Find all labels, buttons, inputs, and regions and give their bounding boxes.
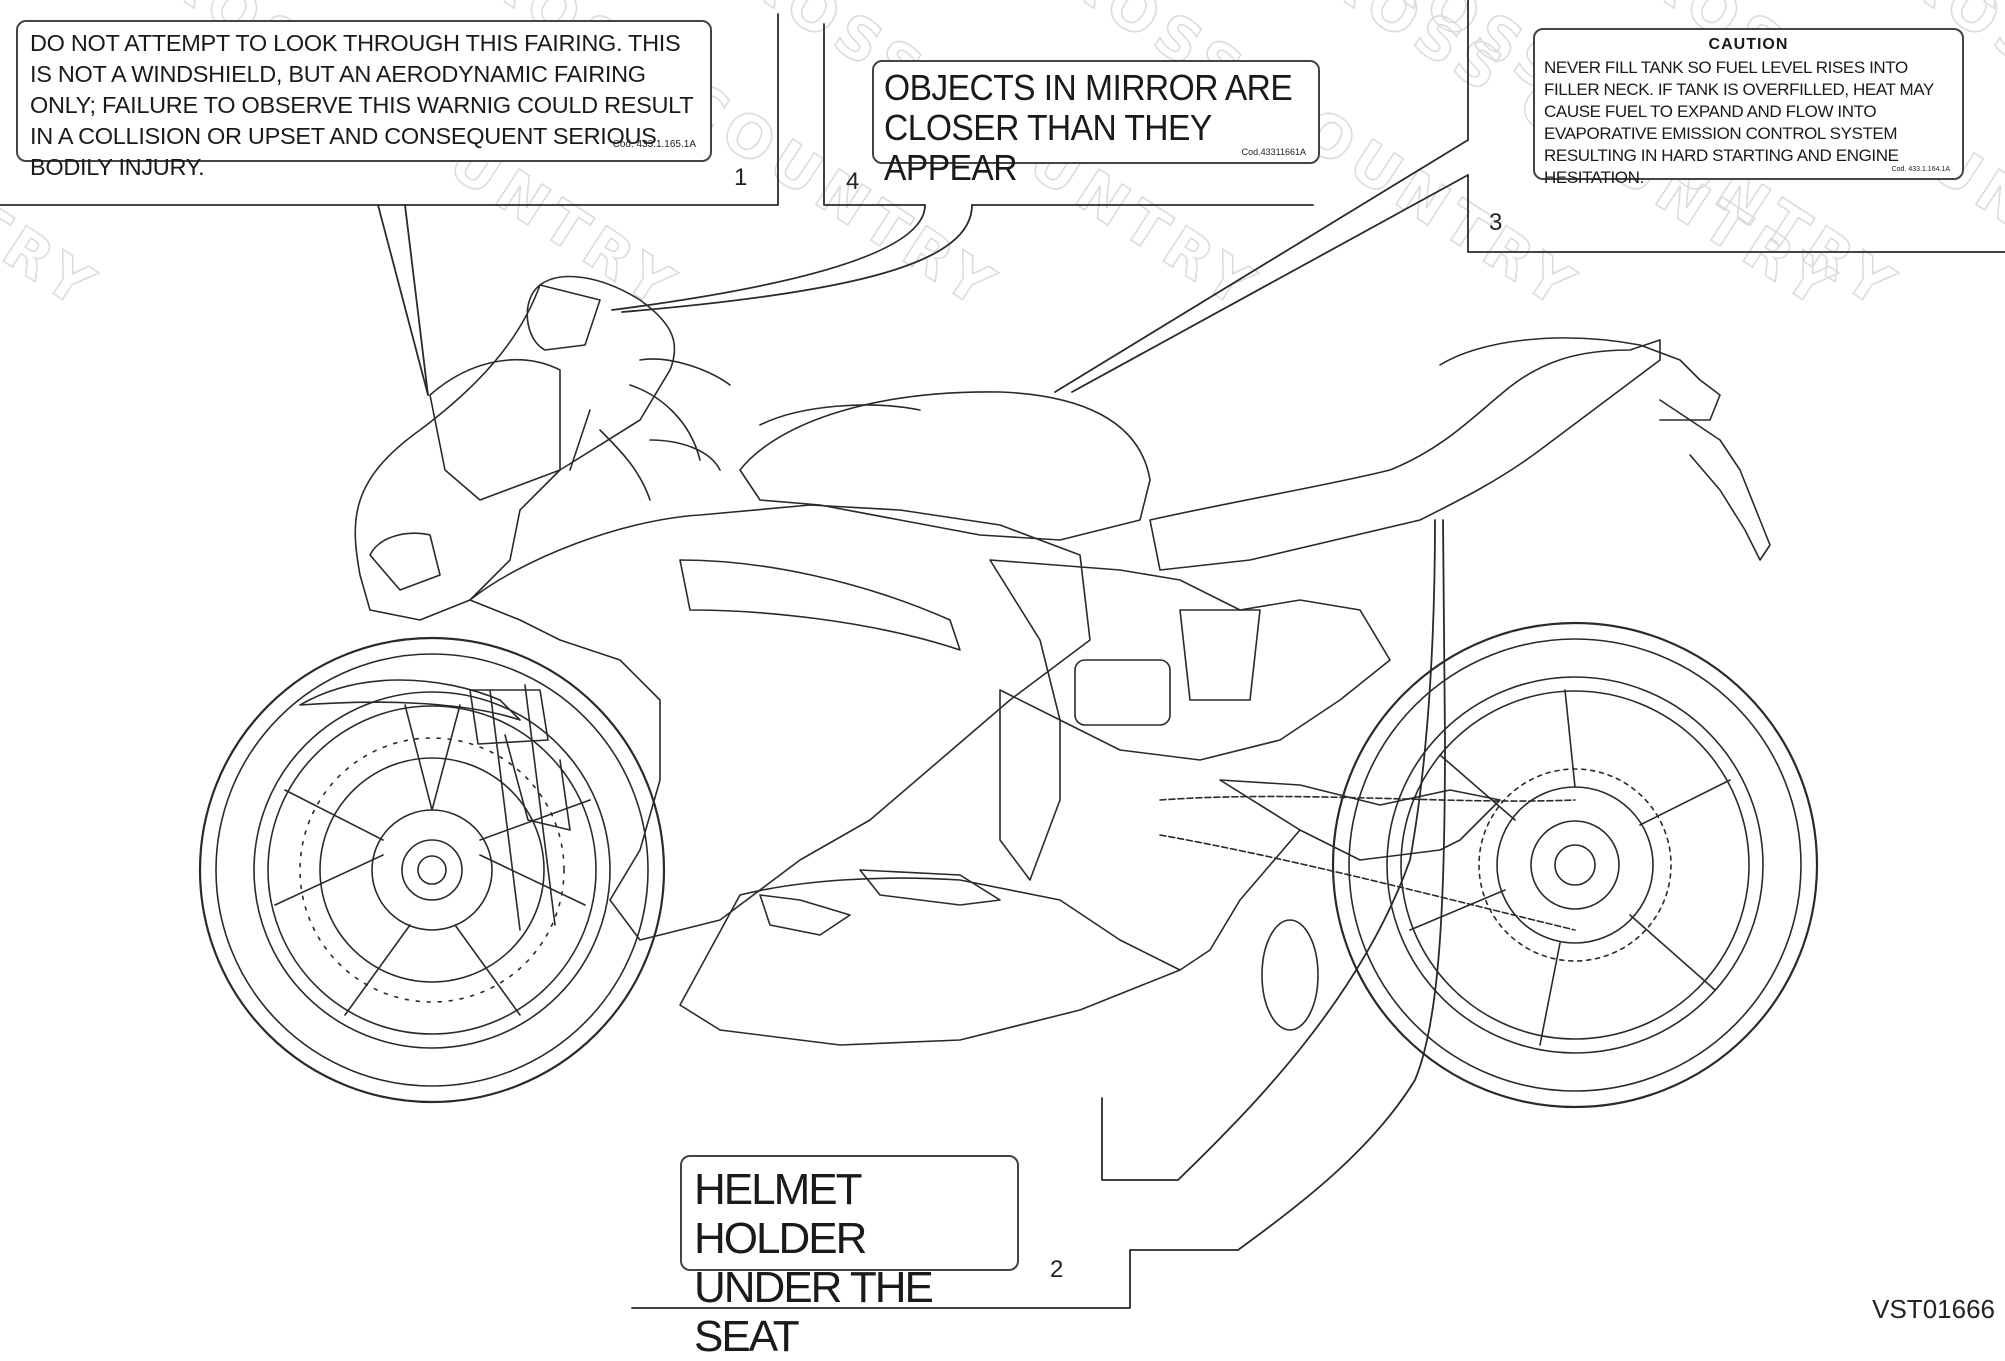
rear-wheel (1331, 621, 1819, 1109)
front-fork (299, 679, 571, 931)
caution-heading: CAUTION (1708, 36, 1789, 53)
fuel-caution-text: NEVER FILL TANK SO FUEL LEVEL RISES INTO… (1544, 58, 1934, 187)
fairing-label-code: Cod. 433.1.165.1A (612, 139, 696, 150)
helmet-holder-label: HELMET HOLDER UNDER THE SEAT (680, 1155, 1019, 1361)
callout-number-1: 1 (734, 164, 748, 191)
fairing (354, 275, 1181, 1046)
leader-line-1 (0, 13, 779, 396)
drive-chain (1159, 795, 1576, 931)
fuel-tank (739, 391, 1151, 541)
warning-label-mirror: OBJECTS IN MIRROR ARE CLOSER THAN THEY A… (872, 60, 1320, 188)
callout-number-3: 3 (1489, 209, 1503, 236)
handlebar (569, 358, 731, 501)
seat-and-tail (1149, 337, 1771, 571)
leader-line-3 (1054, 0, 2005, 393)
callout-number-4: 4 (846, 168, 860, 195)
helmet-holder-text: HELMET HOLDER UNDER THE SEAT (694, 1165, 934, 1361)
document-id: VST01666 (1872, 1294, 1995, 1324)
motorcycle-line-drawing (0, 0, 2005, 1309)
mirror-warning-text: OBJECTS IN MIRROR ARE CLOSER THAN THEY A… (884, 67, 1293, 188)
leader-line-4 (611, 23, 1314, 313)
mirror-label-code: Cod.43311661A (1241, 147, 1306, 157)
caution-label-fuel: CAUTION NEVER FILL TANK SO FUEL LEVEL RI… (1533, 28, 1964, 187)
fairing-warning-text: DO NOT ATTEMPT TO LOOK THROUGH THIS FAIR… (30, 30, 693, 180)
engine-and-frame (989, 559, 1501, 1031)
fuel-label-code: Cod. 433.1.164.1A (1891, 166, 1950, 173)
warning-label-fairing: DO NOT ATTEMPT TO LOOK THROUGH THIS FAIR… (16, 20, 712, 180)
leader-line-2 (631, 519, 1446, 1309)
callout-number-2: 2 (1050, 1256, 1064, 1283)
front-wheel (198, 636, 666, 1104)
